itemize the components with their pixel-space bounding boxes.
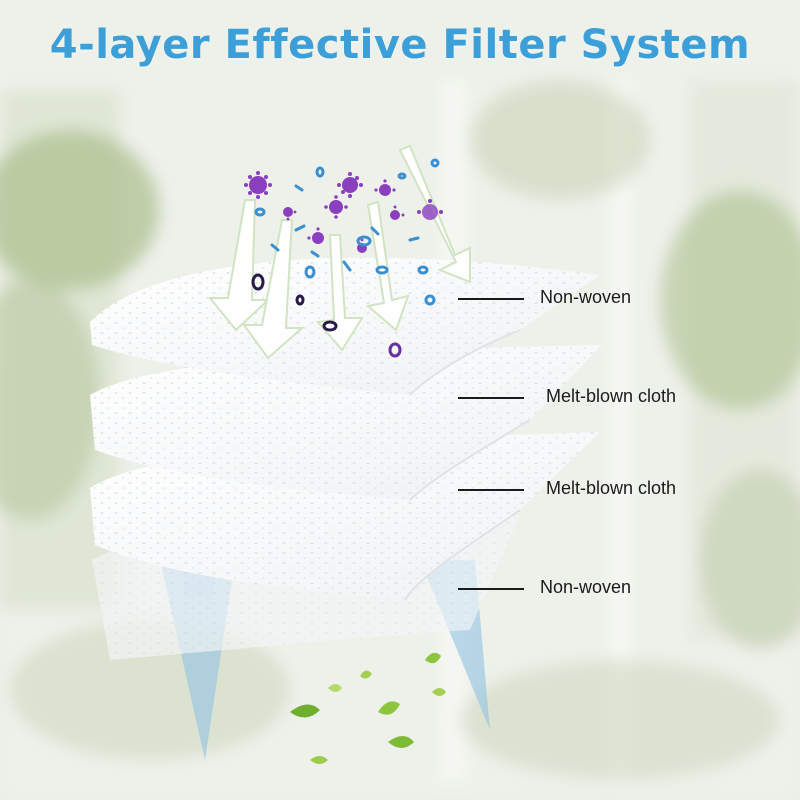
ring-particles (251, 158, 440, 358)
leader-line (458, 588, 524, 590)
virus-particles (244, 171, 443, 253)
leader-line (458, 489, 524, 491)
leader-line (458, 397, 524, 399)
layer-label-text: Melt-blown cloth (546, 478, 677, 498)
leader-line (458, 298, 524, 300)
sheet-layer-2 (90, 345, 602, 501)
layer-label-text: Melt-blown cloth (546, 386, 677, 406)
page-title: 4-layer Effective Filter System (49, 22, 751, 68)
dash-particles (270, 184, 420, 272)
layer-label-text: Non-woven (540, 287, 632, 307)
layer-label-text: Non-woven (540, 577, 632, 597)
green-leaves (290, 652, 446, 764)
